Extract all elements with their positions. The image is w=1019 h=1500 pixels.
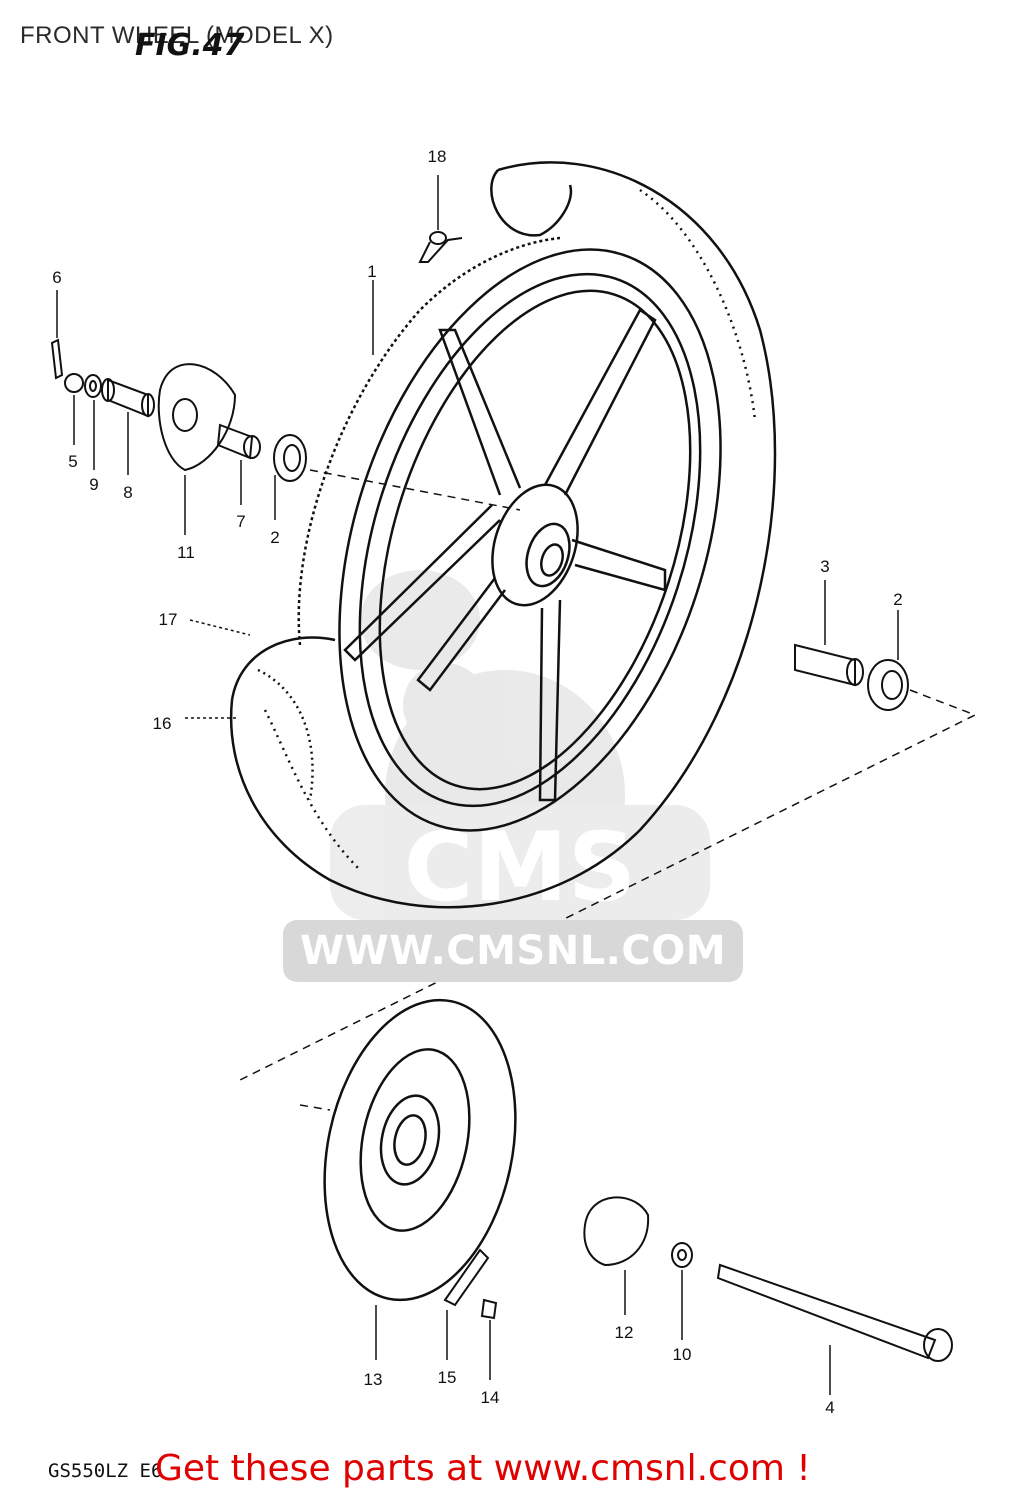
washer-10 bbox=[671, 1242, 693, 1268]
bearing-2-right bbox=[867, 659, 909, 711]
front-wheel-rim bbox=[338, 248, 722, 832]
callout-2-left: 2 bbox=[270, 528, 280, 547]
callout-15: 15 bbox=[437, 1368, 457, 1387]
callout-4: 4 bbox=[825, 1398, 835, 1417]
callout-3: 3 bbox=[820, 557, 830, 576]
left-axle-parts bbox=[50, 338, 307, 482]
model-code: GS550LZ E6 bbox=[48, 1460, 163, 1482]
callout-5: 5 bbox=[68, 452, 78, 471]
callout-16: 16 bbox=[152, 714, 172, 733]
callout-14: 14 bbox=[480, 1388, 500, 1407]
figure-label: FIG.47 bbox=[135, 28, 245, 63]
leader-lines bbox=[56, 175, 899, 1395]
spacer-3 bbox=[794, 643, 856, 687]
watermark-logo-text: CMS bbox=[404, 813, 637, 923]
bolt-14 bbox=[480, 1298, 498, 1320]
callout-9: 9 bbox=[89, 475, 99, 494]
callout-7: 7 bbox=[236, 512, 246, 531]
valve-part bbox=[418, 231, 463, 263]
callout-10: 10 bbox=[672, 1345, 692, 1364]
callout-12: 12 bbox=[614, 1323, 634, 1342]
cms-watermark-logo: CMS bbox=[330, 570, 710, 923]
speedo-gearbox-11 bbox=[157, 363, 237, 472]
speedometer-drive-12 bbox=[583, 1196, 650, 1267]
washer-9 bbox=[84, 374, 102, 398]
watermark-url: WWW.CMSNL.COM bbox=[283, 920, 743, 982]
cta-link[interactable]: Get these parts at www.cmsnl.com ! bbox=[155, 1448, 811, 1489]
lock-washer-15 bbox=[443, 1248, 490, 1307]
callout-6: 6 bbox=[52, 268, 62, 287]
callout-8: 8 bbox=[123, 483, 133, 502]
right-axle-parts bbox=[794, 643, 909, 711]
front-tire bbox=[229, 161, 777, 909]
spacer-7 bbox=[216, 423, 254, 460]
callout-18: 18 bbox=[427, 147, 447, 166]
lower-parts bbox=[443, 1196, 953, 1362]
page-title: FRONT WHEEL (MODEL X) bbox=[20, 22, 334, 49]
callout-13: 13 bbox=[363, 1370, 383, 1389]
callout-17: 17 bbox=[158, 610, 178, 629]
nut-5 bbox=[64, 373, 84, 393]
axle-4 bbox=[716, 1263, 937, 1360]
bearing-2 bbox=[273, 434, 307, 482]
callout-1: 1 bbox=[367, 262, 377, 281]
callout-2-right: 2 bbox=[893, 590, 903, 609]
cotter-pin bbox=[50, 338, 64, 380]
brake-disc bbox=[323, 998, 517, 1302]
callout-11: 11 bbox=[177, 543, 195, 562]
